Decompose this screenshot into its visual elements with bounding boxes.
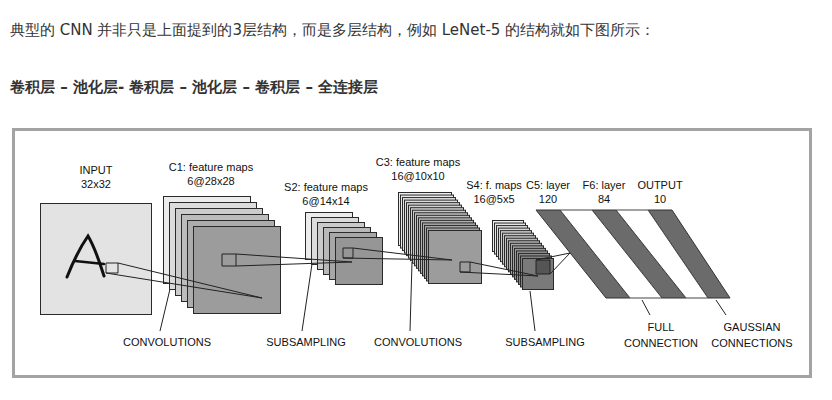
stage-label-box: FULL CONNECTION [621, 319, 701, 351]
projection-path [536, 253, 570, 274]
stage-label-box: SUBSAMPLING [505, 335, 584, 349]
feature-map-stack [492, 220, 554, 290]
stage-label: SUBSAMPLING [505, 335, 584, 349]
leader-line [530, 291, 535, 331]
layer-header: C3: feature maps16@10x10 [376, 155, 460, 183]
feature-map-stack [398, 192, 482, 284]
digit-stroke [67, 236, 104, 277]
layer-header: C1: feature maps6@28x28 [169, 160, 253, 188]
stage-label: CONVOLUTIONS [123, 335, 211, 349]
connection-band [616, 210, 708, 298]
layer-title: F6: layer [583, 178, 626, 192]
layer-size: 6@14x14 [284, 194, 368, 208]
layer-size: 10 [637, 192, 682, 206]
layer-size: 120 [526, 192, 570, 206]
layer-node: S4: f. maps16@5x5 [492, 220, 554, 290]
stage-label: CONVOLUTIONS [374, 335, 462, 349]
projection-lines [343, 248, 452, 260]
layer-header: C5: layer120 [526, 178, 570, 206]
digit-stroke [75, 261, 104, 264]
layer-title: C5: layer [526, 178, 570, 192]
layer-title: S2: feature maps [284, 180, 368, 194]
layer-title: C1: feature maps [169, 160, 253, 174]
leader-line [410, 262, 412, 331]
feature-map [41, 204, 152, 315]
leader-line [716, 300, 726, 315]
leader-line [302, 264, 312, 331]
feature-map [194, 227, 281, 314]
stage-label: GAUSSIAN CONNECTIONS [706, 319, 798, 351]
layer-size: 16@10x10 [376, 169, 460, 183]
stage-label: SUBSAMPLING [266, 335, 345, 349]
layer-size: 16@5x5 [466, 192, 522, 206]
projection-lines [460, 262, 538, 276]
layer-size: 32x32 [80, 177, 113, 191]
layer-title: S4: f. maps [466, 178, 522, 192]
layer-node: C3: feature maps16@10x10 [398, 192, 482, 284]
feature-map-stack [40, 203, 152, 315]
layer-title: OUTPUT [637, 178, 682, 192]
structure-heading: 卷积层 – 池化层- 卷积层 – 池化层 – 卷积层 – 全连接层 [10, 77, 378, 97]
layer-header: S2: feature maps6@14x14 [284, 180, 368, 208]
frame-border [14, 130, 811, 377]
leader-line [160, 289, 170, 331]
projection-lines [222, 254, 352, 266]
layer-header: INPUT32x32 [80, 163, 113, 191]
projection-path [343, 248, 452, 260]
projection-path [106, 263, 262, 298]
structure-heading-box: 卷积层 – 池化层- 卷积层 – 池化层 – 卷积层 – 全连接层 [10, 77, 378, 97]
stage-label-box: CONVOLUTIONS [123, 335, 211, 349]
layer-header: F6: layer84 [583, 178, 626, 206]
feature-map [429, 231, 482, 284]
leader-line [642, 300, 650, 315]
projection-path [222, 254, 352, 266]
stage-label: FULL CONNECTION [621, 319, 701, 351]
projection-path [460, 262, 538, 276]
stage-label-box: SUBSAMPLING [266, 335, 345, 349]
layer-title: INPUT [80, 163, 113, 177]
intro-text-box: 典型的 CNN 并非只是上面提到的3层结构，而是多层结构，例如 LeNet-5 … [10, 20, 655, 40]
layer-size: 6@28x28 [169, 174, 253, 188]
layer-header: OUTPUT10 [637, 178, 682, 206]
projection-lines [106, 263, 262, 298]
stage-label-box: CONVOLUTIONS [374, 335, 462, 349]
layer-title: C3: feature maps [376, 155, 460, 169]
layer-node: INPUT32x32 [40, 203, 152, 315]
layer-header: S4: f. maps16@5x5 [466, 178, 522, 206]
projection-lines [536, 253, 570, 274]
intro-text: 典型的 CNN 并非只是上面提到的3层结构，而是多层结构，例如 LeNet-5 … [10, 20, 655, 40]
layer-size: 84 [583, 192, 626, 206]
connection-band-shape [616, 210, 708, 298]
stage-label-box: GAUSSIAN CONNECTIONS [706, 319, 798, 351]
